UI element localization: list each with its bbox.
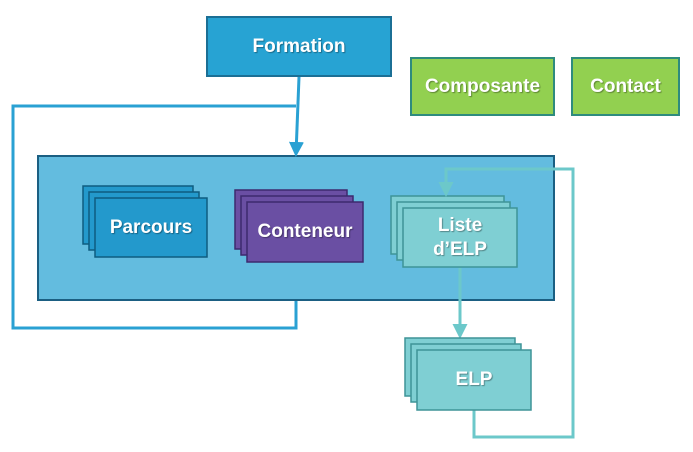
composante-box[interactable] bbox=[410, 57, 555, 116]
formation-loop-connector bbox=[11, 104, 298, 330]
formation-arrow bbox=[288, 76, 304, 157]
conteneur-stack[interactable] bbox=[234, 189, 364, 263]
elp-loop-connector bbox=[438, 167, 575, 439]
elp-stack[interactable] bbox=[404, 337, 532, 411]
parcours-stack[interactable] bbox=[82, 185, 208, 258]
contact-box[interactable] bbox=[571, 57, 680, 116]
formation-box[interactable] bbox=[206, 16, 392, 77]
liste-elp-stack[interactable] bbox=[390, 195, 518, 268]
